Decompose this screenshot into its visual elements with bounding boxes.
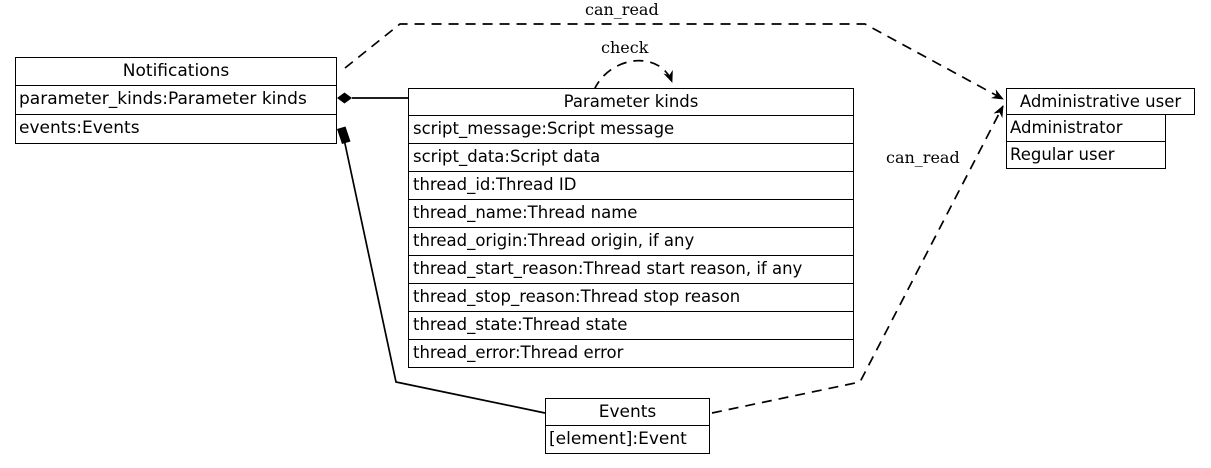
edge-check-loop bbox=[593, 59, 673, 91]
class-attribute-row: thread_state:Thread state bbox=[408, 312, 854, 340]
class-attribute-row: thread_stop_reason:Thread stop reason bbox=[408, 284, 854, 312]
class-attribute-row: thread_id:Thread ID bbox=[408, 172, 854, 200]
composition-diamond-icon bbox=[337, 92, 352, 104]
class-title-events: Events bbox=[545, 398, 710, 426]
class-title-parameter-kinds: Parameter kinds bbox=[408, 88, 854, 116]
edge-label-check: check bbox=[601, 38, 649, 57]
class-box-administrative-user[interactable]: Administrative user Administrator Regula… bbox=[1006, 88, 1195, 169]
edge-can-read-top bbox=[344, 23, 1004, 100]
class-box-parameter-kinds[interactable]: Parameter kinds script_message:Script me… bbox=[408, 88, 854, 368]
class-attribute-row: Administrator bbox=[1006, 115, 1166, 142]
composition-diamond-icon bbox=[337, 126, 351, 144]
class-attribute-row: Regular user bbox=[1006, 142, 1166, 169]
class-attribute-row: events:Events bbox=[15, 115, 337, 144]
class-attribute-row: thread_error:Thread error bbox=[408, 340, 854, 368]
class-attribute-row: thread_name:Thread name bbox=[408, 200, 854, 228]
class-title-notifications: Notifications bbox=[15, 57, 337, 86]
class-attribute-row: script_message:Script message bbox=[408, 116, 854, 144]
class-attribute-row: parameter_kinds:Parameter kinds bbox=[15, 86, 337, 115]
class-attribute-row: [element]:Event bbox=[545, 426, 710, 454]
class-box-events[interactable]: Events [element]:Event bbox=[545, 398, 710, 454]
class-attribute-row: script_data:Script data bbox=[408, 144, 854, 172]
edge-can-read-bottom bbox=[711, 105, 1004, 414]
edge-notifications-events bbox=[337, 126, 546, 414]
edge-label-can-read-bottom: can_read bbox=[886, 148, 960, 167]
edge-notifications-parameter-kinds bbox=[337, 92, 408, 104]
edge-label-can-read-top: can_read bbox=[585, 0, 659, 19]
class-attribute-row: thread_start_reason:Thread start reason,… bbox=[408, 256, 854, 284]
class-box-notifications[interactable]: Notifications parameter_kinds:Parameter … bbox=[15, 57, 337, 144]
class-title-administrative-user: Administrative user bbox=[1006, 88, 1195, 115]
class-attribute-row: thread_origin:Thread origin, if any bbox=[408, 228, 854, 256]
